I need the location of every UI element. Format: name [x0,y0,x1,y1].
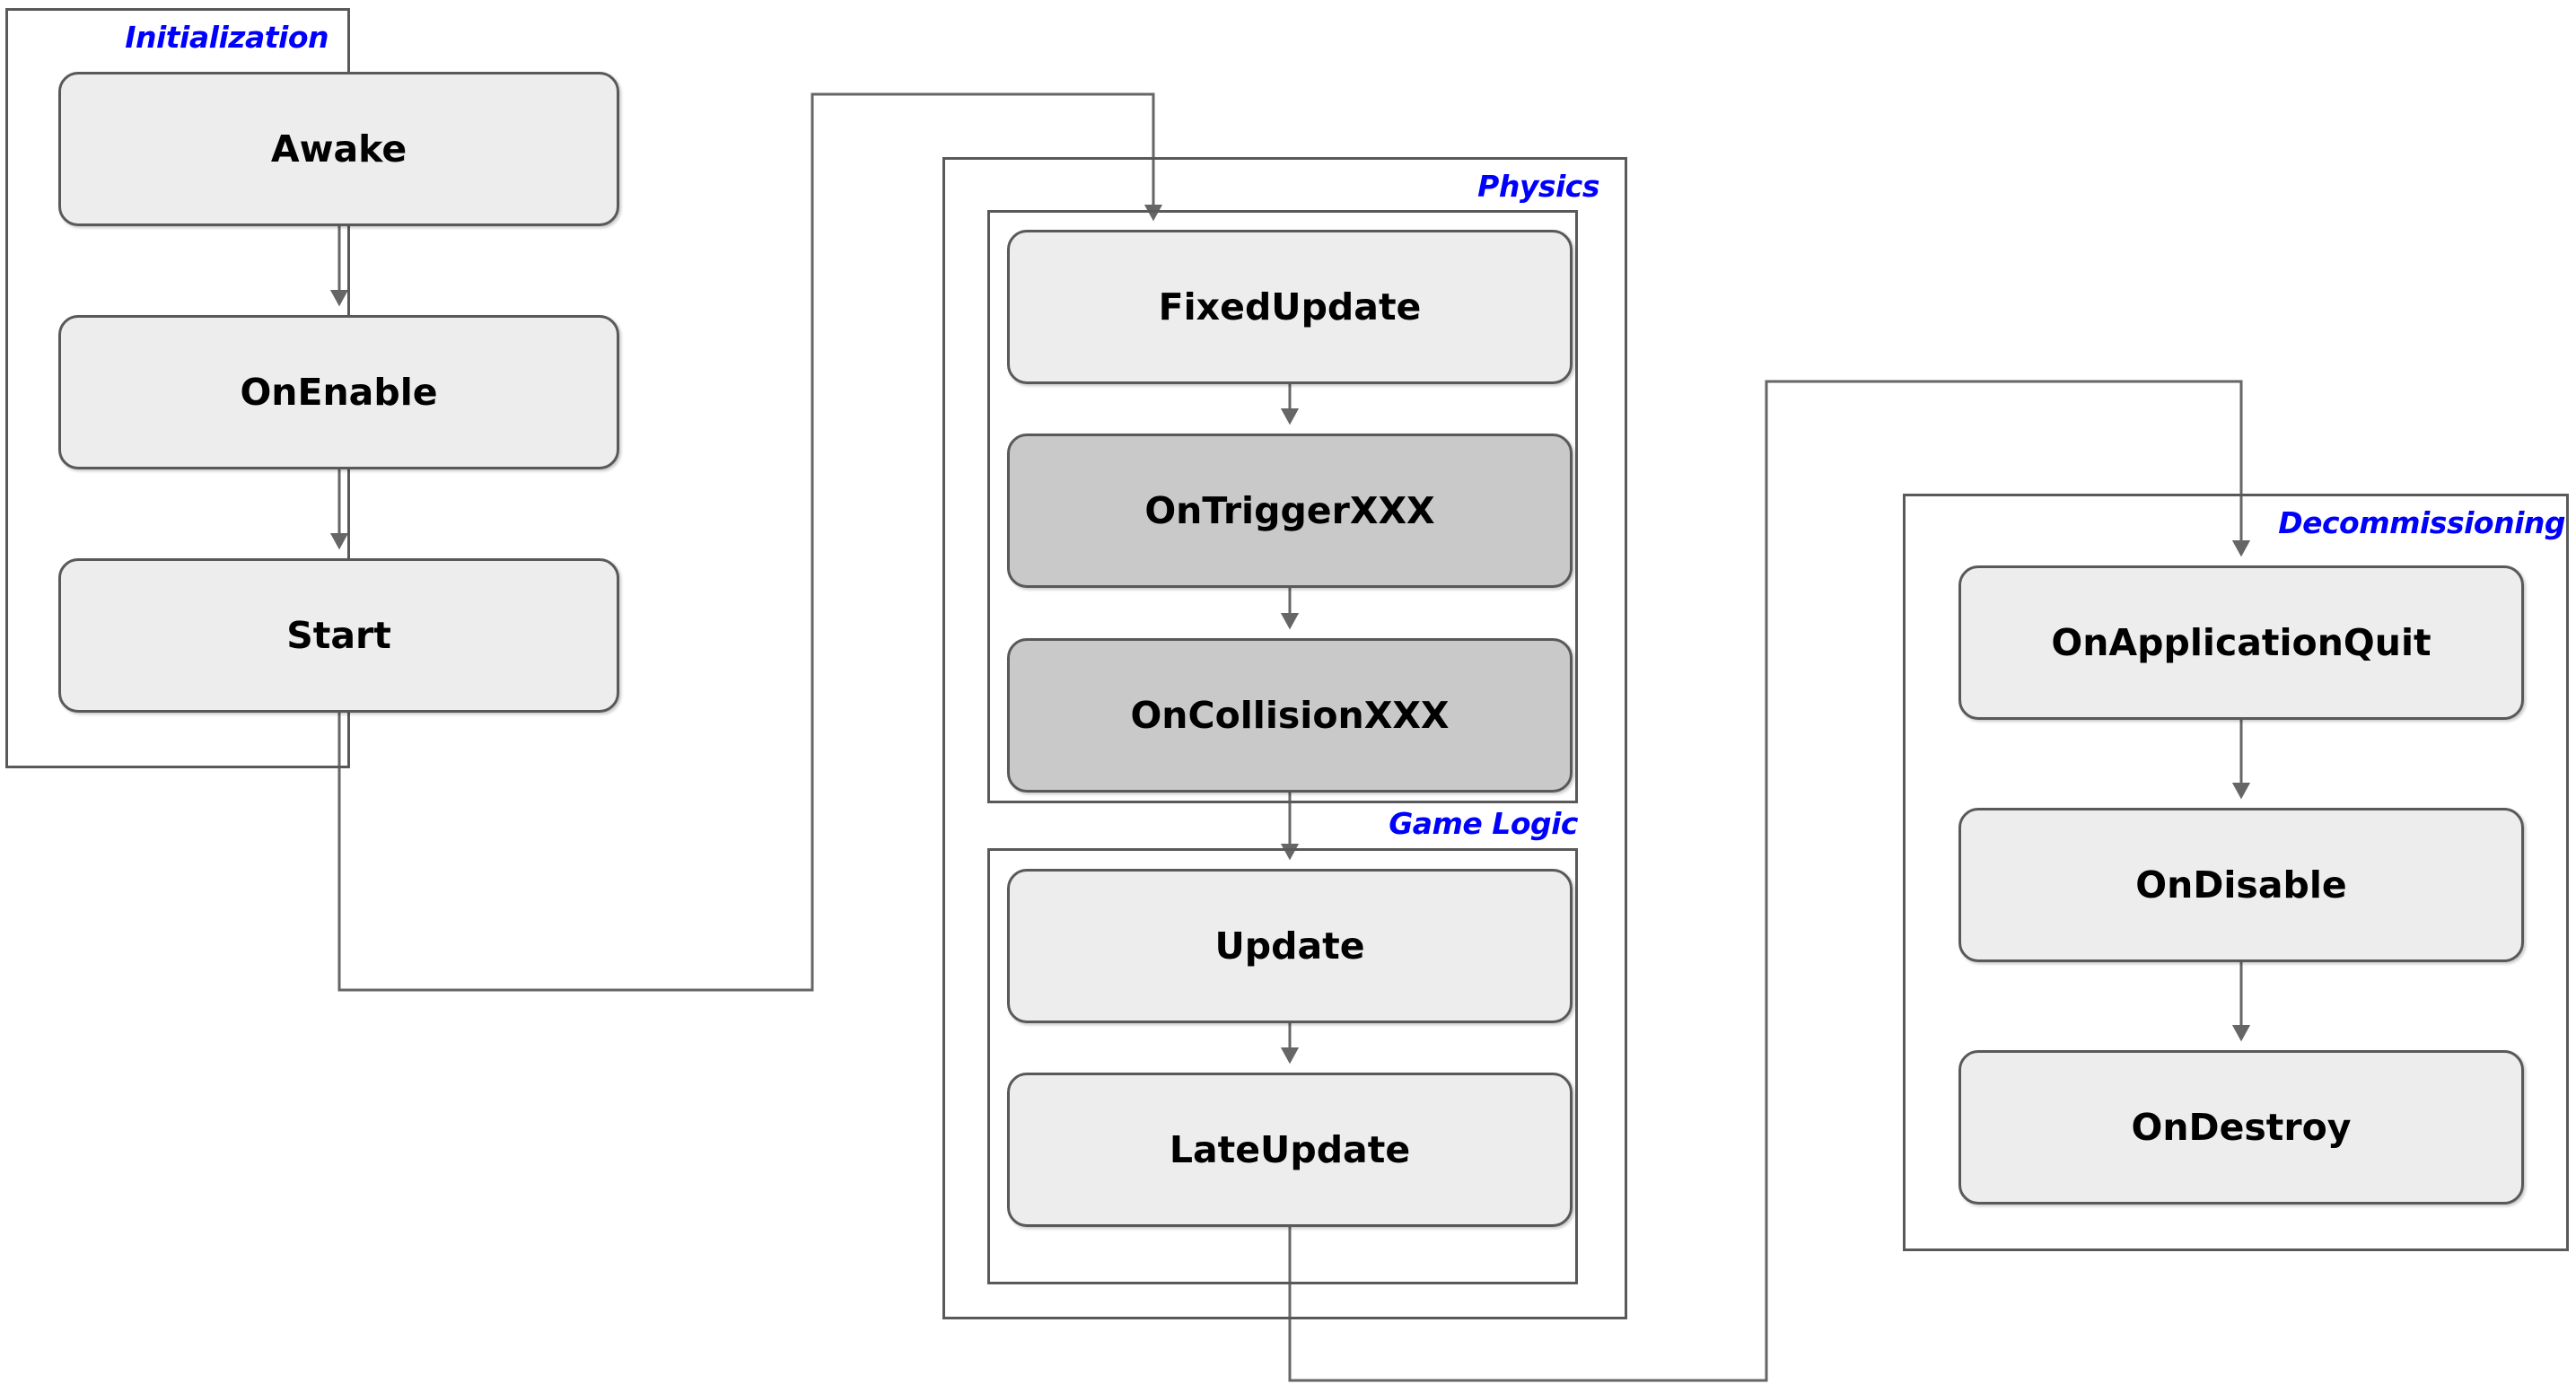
node-lateupdate[interactable]: LateUpdate [1007,1073,1573,1227]
node-update[interactable]: Update [1007,869,1573,1023]
node-ondisable[interactable]: OnDisable [1958,808,2524,962]
node-label-update: Update [1214,924,1365,968]
group-physics-outer [942,157,1627,1319]
node-label-onapplicationquit: OnApplicationQuit [2051,620,2431,664]
node-label-ondestroy: OnDestroy [2131,1105,2352,1149]
group-label-initialization: Initialization [125,20,329,55]
group-gamelogic [987,848,1578,1284]
node-onapplicationquit[interactable]: OnApplicationQuit [1958,565,2524,720]
node-ondestroy[interactable]: OnDestroy [1958,1050,2524,1205]
node-ontriggerxxx[interactable]: OnTriggerXXX [1007,434,1573,588]
node-label-oncollisionxxx: OnCollisionXXX [1130,693,1450,737]
node-label-fixedupdate: FixedUpdate [1158,285,1422,329]
node-onenable[interactable]: OnEnable [58,315,619,469]
node-label-lateupdate: LateUpdate [1169,1127,1411,1171]
group-label-physics-outer: Physics [1477,169,1599,204]
group-decommissioning [1903,494,2569,1251]
group-physics-inner [987,210,1578,803]
node-start[interactable]: Start [58,558,619,713]
node-label-ontriggerxxx: OnTriggerXXX [1144,488,1435,532]
group-label-decommissioning: Decommissioning [2278,505,2565,540]
group-label-gamelogic: Game Logic [1389,806,1578,841]
node-fixedupdate[interactable]: FixedUpdate [1007,230,1573,384]
node-label-onenable: OnEnable [240,370,438,414]
node-label-start: Start [286,613,391,657]
node-oncollisionxxx[interactable]: OnCollisionXXX [1007,638,1573,793]
node-awake[interactable]: Awake [58,72,619,226]
node-label-awake: Awake [270,127,407,171]
node-label-ondisable: OnDisable [2135,863,2347,907]
